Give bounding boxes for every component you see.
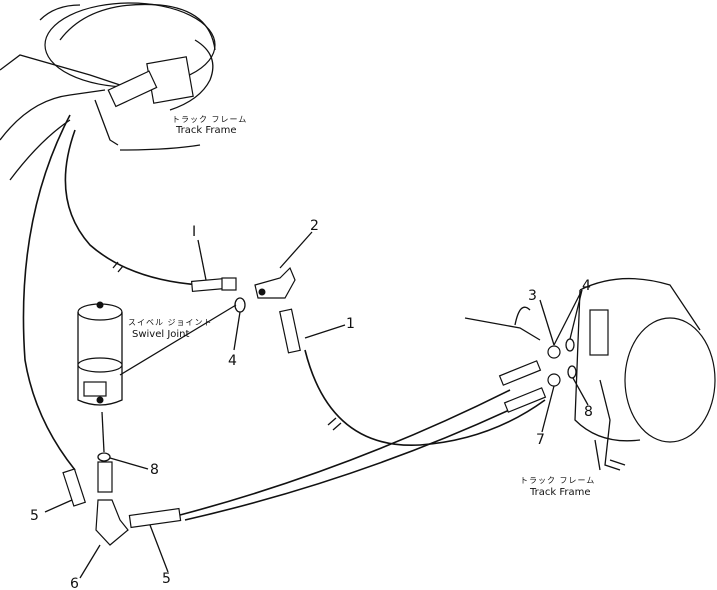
- fittings: [62, 266, 577, 546]
- callout-5-left: 5: [30, 508, 39, 524]
- track-frame-top-label-jp: トラック フレーム: [172, 115, 247, 124]
- callout-8-left: 8: [150, 462, 159, 478]
- o-ring-8-left: [97, 452, 111, 462]
- callout-4-right: 4: [582, 278, 591, 294]
- adapter-7: [547, 373, 561, 387]
- hose-end-fitting-right-a: [498, 360, 542, 386]
- hose-end-fitting-5-bottom: [128, 507, 182, 529]
- hose-end-fitting-top: [190, 277, 226, 293]
- callout-7: 7: [536, 432, 545, 448]
- callout-2: 2: [310, 218, 319, 234]
- hose-1-to-right-frame: [304, 349, 546, 446]
- swivel-joint-body: [77, 301, 123, 406]
- hose-bottom-long: [179, 389, 511, 516]
- hose-end-fitting-1: [279, 308, 301, 354]
- swivel-joint-label-en: Swivel Joint: [132, 329, 190, 340]
- o-ring-4-left: [234, 297, 246, 313]
- leader-lines: [44, 231, 589, 579]
- callout-3: 3: [528, 288, 537, 304]
- hose-end-fitting-5-left: [62, 468, 87, 507]
- hose-left-vertical: [22, 114, 76, 471]
- callout-8-right: 8: [584, 404, 593, 420]
- callout-numbers: I 2 1 4 8 5 6 5 3 4 8 7: [30, 218, 593, 590]
- adapter-3: [547, 345, 561, 359]
- hose-end-fitting-right-b: [503, 387, 547, 413]
- o-ring-4-right: [565, 338, 575, 352]
- swivel-joint-label-jp: スイベル ジョイント: [128, 318, 213, 327]
- hose-top-to-elbow: [64, 129, 201, 286]
- o-ring-8-right: [567, 365, 577, 379]
- track-frame-right-label-jp: トラック フレーム: [520, 476, 595, 485]
- callout-6: 6: [70, 576, 79, 590]
- track-frame-top-label-en: Track Frame: [175, 125, 237, 136]
- hose-routes: [22, 114, 546, 521]
- track-frame-right-assembly: [464, 277, 716, 471]
- callout-1-right: 1: [346, 316, 355, 332]
- track-frame-right-label-en: Track Frame: [529, 487, 591, 498]
- track-frame-top-assembly: [0, 2, 216, 181]
- elbow-fitting-6: [95, 499, 129, 546]
- callout-5-bottom: 5: [162, 571, 171, 587]
- part-labels: トラック フレーム Track Frame スイベル ジョイント Swivel …: [128, 115, 595, 498]
- callout-4-left: 4: [228, 353, 237, 369]
- callout-1-top: I: [192, 224, 196, 240]
